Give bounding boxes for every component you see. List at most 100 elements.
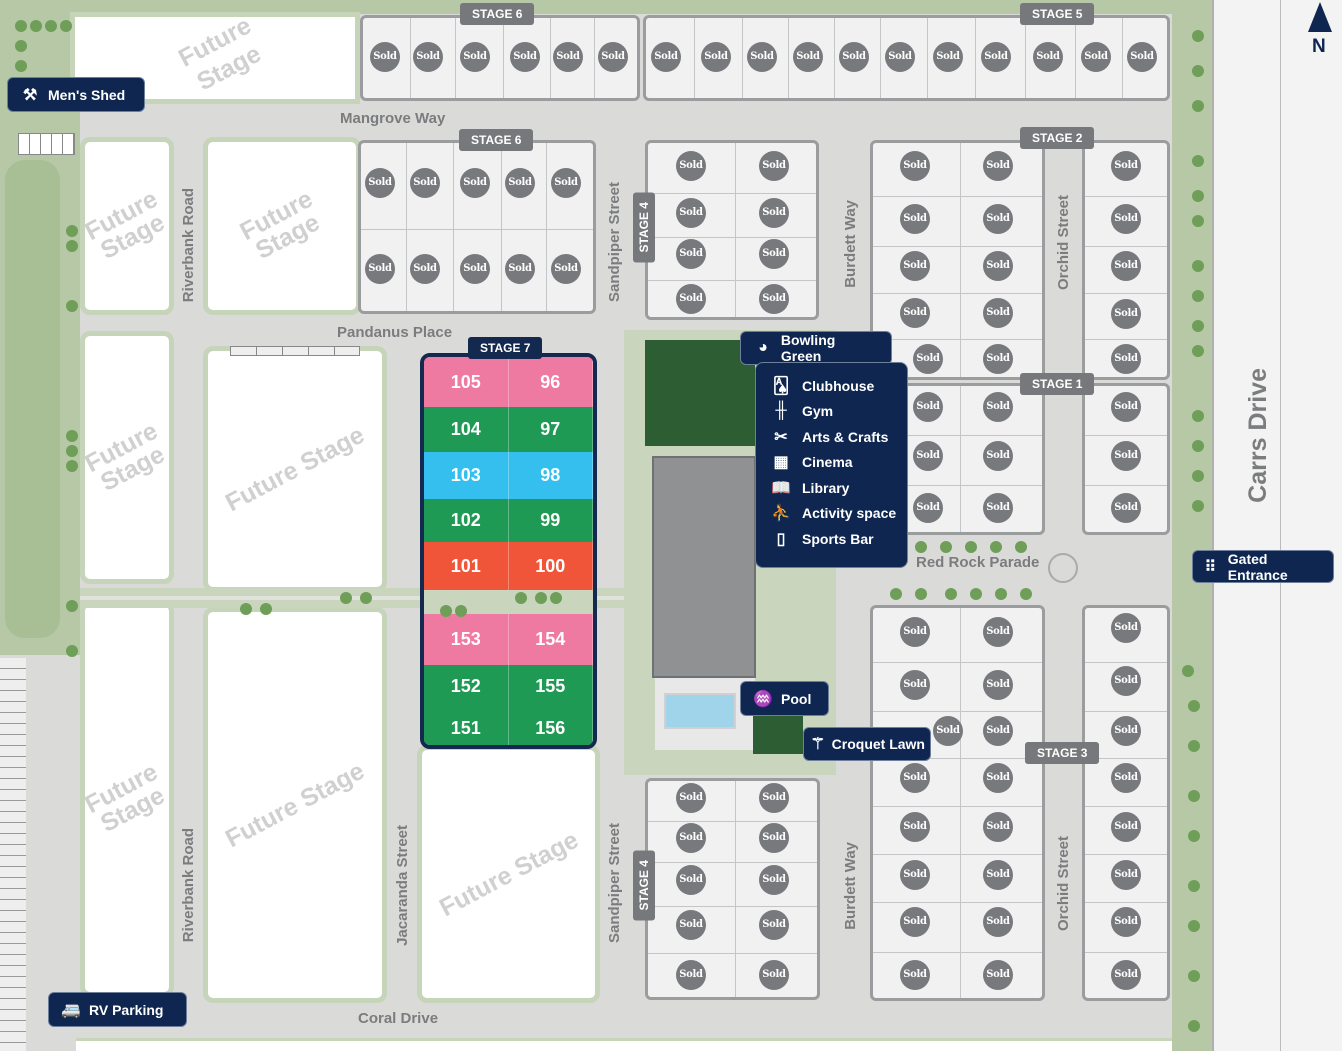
lot-153[interactable]: 153: [424, 614, 509, 665]
sold-badge[interactable]: Sold: [460, 254, 490, 284]
sold-badge[interactable]: Sold: [983, 670, 1013, 700]
sold-badge[interactable]: Sold: [1111, 960, 1141, 990]
sold-badge[interactable]: Sold: [983, 204, 1013, 234]
sold-badge[interactable]: Sold: [885, 42, 915, 72]
sold-badge[interactable]: Sold: [1111, 907, 1141, 937]
sold-badge[interactable]: Sold: [983, 344, 1013, 374]
sold-badge[interactable]: Sold: [413, 42, 443, 72]
sold-badge[interactable]: Sold: [1111, 763, 1141, 793]
croquet-lawn-callout[interactable]: ⚚Croquet Lawn: [803, 727, 931, 761]
sold-badge[interactable]: Sold: [410, 168, 440, 198]
sold-badge[interactable]: Sold: [505, 168, 535, 198]
sold-badge[interactable]: Sold: [759, 783, 789, 813]
sold-badge[interactable]: Sold: [551, 168, 581, 198]
sold-badge[interactable]: Sold: [553, 42, 583, 72]
sold-badge[interactable]: Sold: [1111, 251, 1141, 281]
lot-155[interactable]: 155: [508, 665, 593, 708]
sold-badge[interactable]: Sold: [676, 151, 706, 181]
sold-badge[interactable]: Sold: [983, 392, 1013, 422]
sold-badge[interactable]: Sold: [1111, 812, 1141, 842]
sold-badge[interactable]: Sold: [983, 763, 1013, 793]
lot-104[interactable]: 104: [424, 407, 509, 452]
sold-badge[interactable]: Sold: [1127, 42, 1157, 72]
sold-badge[interactable]: Sold: [1033, 42, 1063, 72]
sold-badge[interactable]: Sold: [460, 42, 490, 72]
sold-badge[interactable]: Sold: [1111, 666, 1141, 696]
lot-151[interactable]: 151: [424, 708, 509, 745]
sold-badge[interactable]: Sold: [1111, 860, 1141, 890]
lot-97[interactable]: 97: [508, 407, 593, 452]
sold-badge[interactable]: Sold: [676, 910, 706, 940]
lot-101[interactable]: 101: [424, 542, 509, 590]
sold-badge[interactable]: Sold: [460, 168, 490, 198]
sold-badge[interactable]: Sold: [913, 441, 943, 471]
sold-badge[interactable]: Sold: [933, 716, 963, 746]
sold-badge[interactable]: Sold: [370, 42, 400, 72]
sold-badge[interactable]: Sold: [676, 960, 706, 990]
sold-badge[interactable]: Sold: [913, 344, 943, 374]
sold-badge[interactable]: Sold: [983, 298, 1013, 328]
sold-badge[interactable]: Sold: [983, 960, 1013, 990]
lot-96[interactable]: 96: [508, 357, 593, 407]
sold-badge[interactable]: Sold: [933, 42, 963, 72]
sold-badge[interactable]: Sold: [900, 812, 930, 842]
sold-badge[interactable]: Sold: [365, 168, 395, 198]
sold-badge[interactable]: Sold: [676, 198, 706, 228]
sold-badge[interactable]: Sold: [900, 907, 930, 937]
lot-99[interactable]: 99: [508, 499, 593, 542]
lot-102[interactable]: 102: [424, 499, 509, 542]
sold-badge[interactable]: Sold: [676, 865, 706, 895]
sold-badge[interactable]: Sold: [983, 907, 1013, 937]
sold-badge[interactable]: Sold: [900, 960, 930, 990]
sold-badge[interactable]: Sold: [900, 860, 930, 890]
sold-badge[interactable]: Sold: [983, 251, 1013, 281]
sold-badge[interactable]: Sold: [1111, 441, 1141, 471]
sold-badge[interactable]: Sold: [983, 441, 1013, 471]
pool-callout[interactable]: ♒Pool: [740, 681, 829, 716]
sold-badge[interactable]: Sold: [900, 204, 930, 234]
sold-badge[interactable]: Sold: [983, 493, 1013, 523]
rv-parking-callout[interactable]: 🚐RV Parking: [48, 992, 187, 1027]
sold-badge[interactable]: Sold: [510, 42, 540, 72]
sold-badge[interactable]: Sold: [676, 239, 706, 269]
sold-badge[interactable]: Sold: [676, 284, 706, 314]
sold-badge[interactable]: Sold: [759, 151, 789, 181]
sold-badge[interactable]: Sold: [913, 493, 943, 523]
sold-badge[interactable]: Sold: [410, 254, 440, 284]
sold-badge[interactable]: Sold: [365, 254, 395, 284]
sold-badge[interactable]: Sold: [900, 151, 930, 181]
sold-badge[interactable]: Sold: [900, 251, 930, 281]
sold-badge[interactable]: Sold: [983, 812, 1013, 842]
sold-badge[interactable]: Sold: [839, 42, 869, 72]
sold-badge[interactable]: Sold: [759, 865, 789, 895]
mens-shed-callout[interactable]: ⚒Men's Shed: [7, 77, 145, 112]
sold-badge[interactable]: Sold: [900, 763, 930, 793]
sold-badge[interactable]: Sold: [505, 254, 535, 284]
sold-badge[interactable]: Sold: [759, 910, 789, 940]
sold-badge[interactable]: Sold: [759, 239, 789, 269]
sold-badge[interactable]: Sold: [651, 42, 681, 72]
lot-103[interactable]: 103: [424, 452, 509, 499]
sold-badge[interactable]: Sold: [551, 254, 581, 284]
sold-badge[interactable]: Sold: [1111, 493, 1141, 523]
sold-badge[interactable]: Sold: [1111, 613, 1141, 643]
sold-badge[interactable]: Sold: [1081, 42, 1111, 72]
sold-badge[interactable]: Sold: [598, 42, 628, 72]
sold-badge[interactable]: Sold: [1111, 299, 1141, 329]
sold-badge[interactable]: Sold: [793, 42, 823, 72]
lot-154[interactable]: 154: [508, 614, 593, 665]
sold-badge[interactable]: Sold: [759, 284, 789, 314]
sold-badge[interactable]: Sold: [1111, 151, 1141, 181]
sold-badge[interactable]: Sold: [1111, 344, 1141, 374]
sold-badge[interactable]: Sold: [983, 860, 1013, 890]
lot-156[interactable]: 156: [508, 708, 593, 745]
sold-badge[interactable]: Sold: [1111, 204, 1141, 234]
sold-badge[interactable]: Sold: [759, 823, 789, 853]
gated-entrance-callout[interactable]: ⠿Gated Entrance: [1192, 550, 1334, 583]
sold-badge[interactable]: Sold: [981, 42, 1011, 72]
sold-badge[interactable]: Sold: [983, 617, 1013, 647]
sold-badge[interactable]: Sold: [983, 151, 1013, 181]
sold-badge[interactable]: Sold: [913, 392, 943, 422]
sold-badge[interactable]: Sold: [900, 670, 930, 700]
bowling-green-callout[interactable]: ◕Bowling Green: [740, 331, 892, 365]
